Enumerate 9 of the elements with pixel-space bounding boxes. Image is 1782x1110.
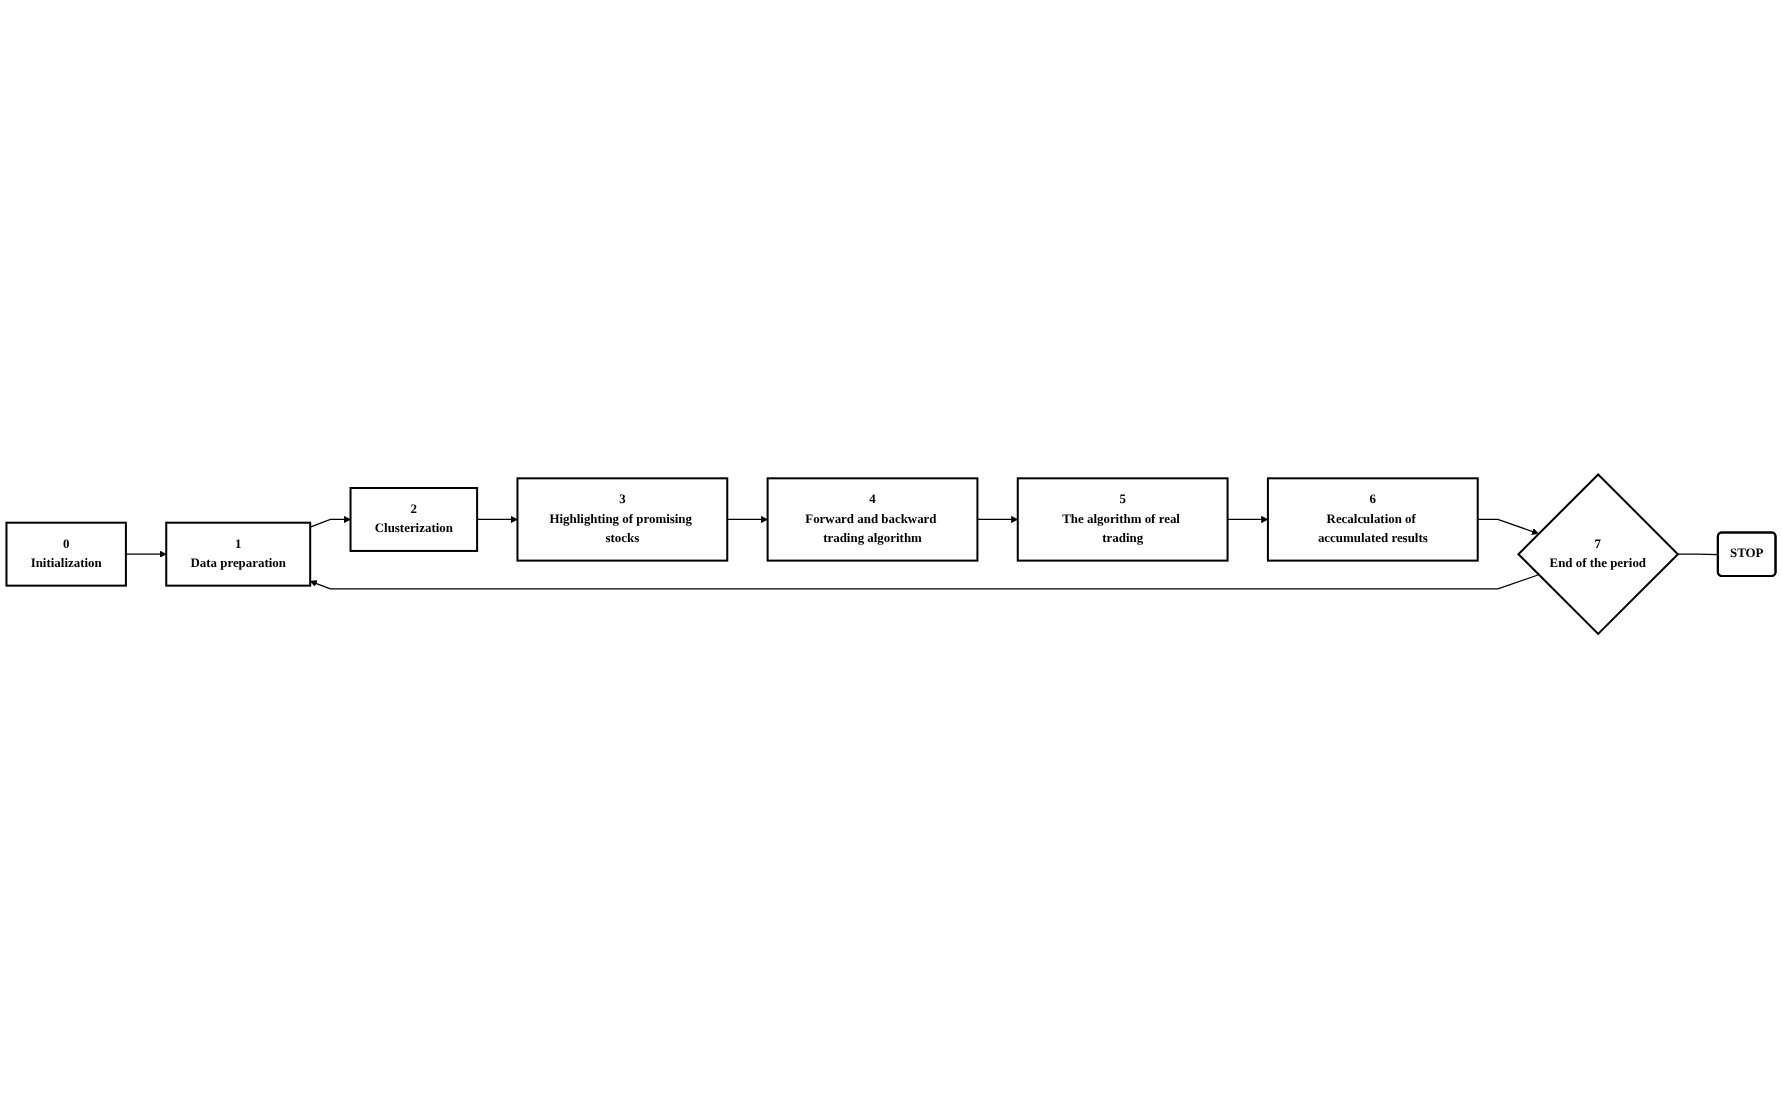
arrow [125, 551, 167, 559]
arrow [976, 516, 1019, 524]
arrow [309, 516, 351, 529]
arrow [726, 516, 768, 524]
arrow [1477, 519, 1539, 536]
connector [1676, 554, 1719, 556]
arrow [1226, 516, 1269, 524]
arrow [309, 574, 1540, 591]
arrow [476, 516, 518, 524]
